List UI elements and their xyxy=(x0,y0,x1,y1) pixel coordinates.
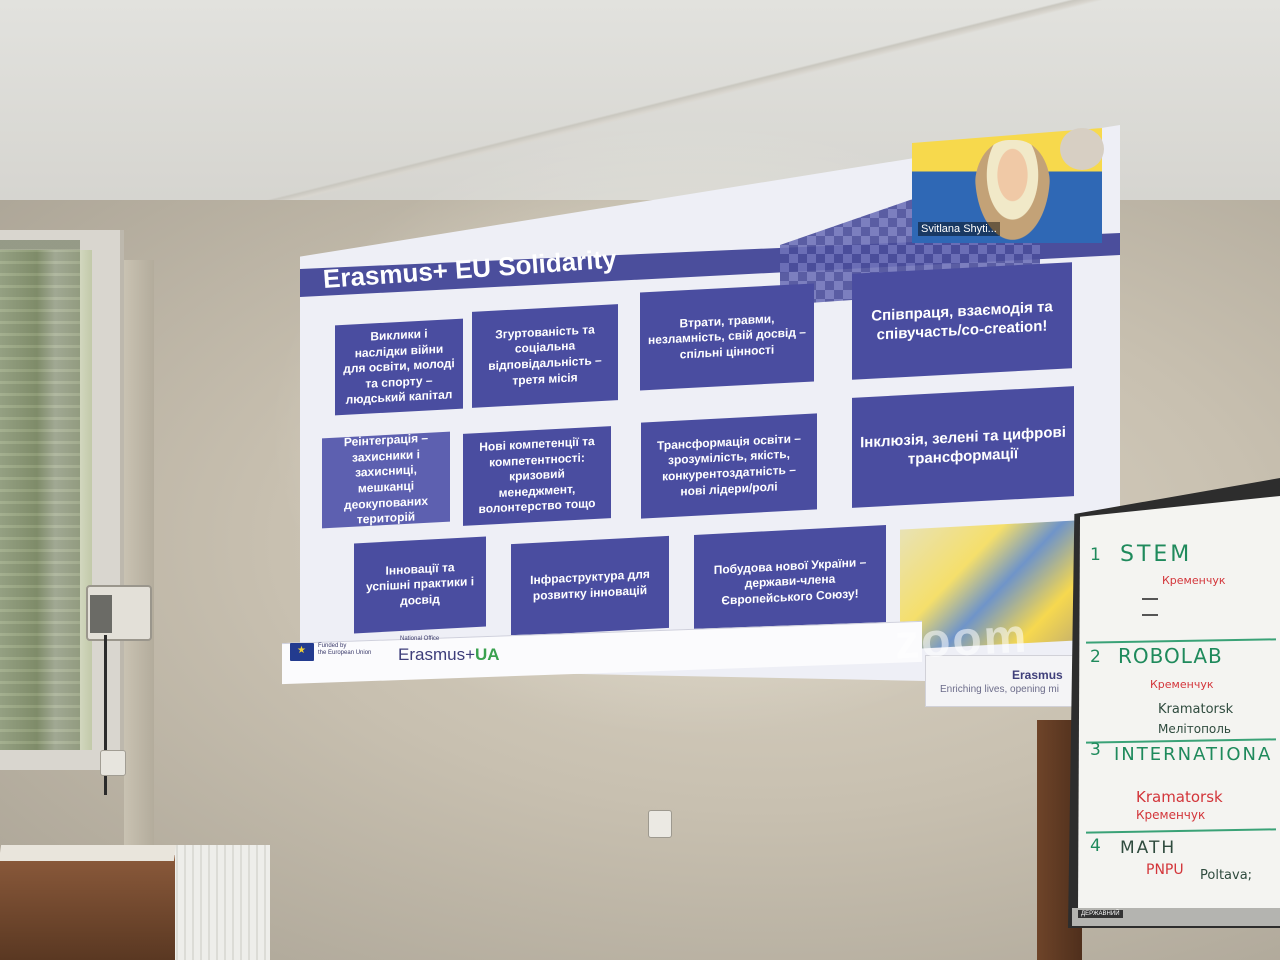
slide-tile: Інновації та успішні практики і досвід xyxy=(354,536,486,634)
flip-note: Kramatorsk xyxy=(1158,702,1234,717)
flip-dash xyxy=(1142,614,1158,616)
erasmus-prefix: Erasmus+ xyxy=(398,645,475,664)
slide-tile: Згуртованість та соціальна відповідальні… xyxy=(472,304,618,408)
flip-note: Мелітополь xyxy=(1158,722,1232,736)
funded-line1: Funded by xyxy=(318,643,347,649)
flip-note: PNPU xyxy=(1146,862,1184,878)
slide-tile: Втрати, травми, незламність, свій досвід… xyxy=(640,283,814,391)
flip-section-heading: MATH xyxy=(1120,838,1177,858)
wall-box-inner xyxy=(90,595,112,633)
erasmus-brand-name: Erasmus xyxy=(1012,668,1063,682)
flip-note: Kramatorsk xyxy=(1136,788,1223,806)
funded-by-text: Funded by the European Union xyxy=(318,643,371,657)
flipchart-base xyxy=(1072,908,1280,926)
slide-tile: Трансформація освіти – зрозумілість, які… xyxy=(641,413,817,519)
flip-note: Кременчук xyxy=(1136,808,1206,822)
flip-section-number: 4 xyxy=(1090,836,1101,856)
flip-note: Кременчук xyxy=(1150,678,1214,691)
erasmus-ua-logo: Erasmus+UA xyxy=(398,645,500,665)
flip-note: Кременчук xyxy=(1162,574,1226,587)
slide-tile: Співпраця, взаємодія та співучасть/co-cr… xyxy=(852,262,1072,380)
video-participant-name: Svitlana Shyti... xyxy=(918,222,1000,236)
slide-tile: Побудова нової України – держави-члена Є… xyxy=(694,524,886,640)
flip-section-number: 1 xyxy=(1090,545,1101,565)
desk-top xyxy=(0,845,177,861)
flip-section-heading: STEM xyxy=(1120,542,1193,567)
slide-tile: Нові компетенції та компетентності: криз… xyxy=(463,426,611,526)
erasmus-suffix: UA xyxy=(475,645,500,664)
flip-section-number: 2 xyxy=(1090,647,1101,667)
flip-section-heading: ROBOLAB xyxy=(1118,644,1223,668)
zoom-watermark: zoom xyxy=(893,609,1030,670)
video-participant-face xyxy=(975,140,1050,240)
flip-section-heading: INTERNATIONA xyxy=(1114,744,1273,765)
desk xyxy=(0,855,175,960)
erasmus-brand-box xyxy=(925,655,1087,707)
power-cable xyxy=(104,635,107,795)
flip-section-number: 3 xyxy=(1090,740,1101,760)
eu-flag-icon xyxy=(290,643,314,661)
slide-tile: Реінтеграція – захисники і захисниці, ме… xyxy=(322,431,450,529)
slide-tile: Виклики і наслідки війни для освіти, мол… xyxy=(335,318,463,416)
erasmus-brand-tagline: Enriching lives, opening mi xyxy=(940,684,1059,695)
national-office-label: National Office xyxy=(400,636,440,642)
window-blind xyxy=(0,240,80,750)
funded-line2: the European Union xyxy=(318,650,372,657)
flipchart-brand: ДЕРЖАВНИЙ xyxy=(1078,910,1123,918)
flipchart-paper xyxy=(1078,496,1280,912)
slide-tile: Інфраструктура для розвитку інновацій xyxy=(511,535,669,637)
slide-tile: Інклюзія, зелені та цифрові трансформаці… xyxy=(852,386,1074,508)
wall-switch xyxy=(648,810,672,838)
wall-socket xyxy=(100,750,126,776)
video-thumbnail xyxy=(1060,128,1104,170)
flip-note: Poltava; xyxy=(1200,868,1253,883)
flip-dash xyxy=(1142,598,1158,600)
